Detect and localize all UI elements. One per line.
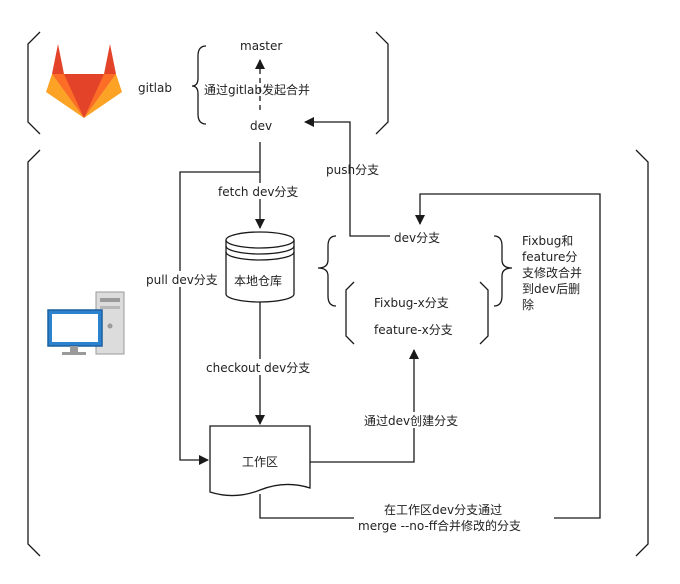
branches-right-brace bbox=[493, 235, 513, 307]
feature-branch-label: feature-x分支 bbox=[374, 323, 453, 337]
fixbug-branch-label: Fixbug-x分支 bbox=[374, 296, 449, 310]
desktop-computer-icon bbox=[47, 291, 125, 355]
workspace-label: 工作区 bbox=[242, 455, 278, 469]
document-shape-icon bbox=[209, 425, 311, 497]
create-branch-arrow bbox=[310, 349, 419, 463]
delete-note-line: 支修改合并 bbox=[522, 265, 582, 280]
branches-left-brace bbox=[317, 235, 337, 307]
dev-remote-label: dev bbox=[250, 119, 272, 133]
gitlab-logo-icon bbox=[46, 44, 122, 118]
dev-branch-label: dev分支 bbox=[394, 231, 440, 245]
delete-note: Fixbug和 feature分 支修改合并 到dev后删 除 bbox=[522, 234, 582, 312]
database-cylinder-icon bbox=[225, 231, 295, 303]
delete-note-line: Fixbug和 bbox=[522, 234, 573, 248]
create-branch-label: 通过dev创建分支 bbox=[364, 414, 458, 428]
push-label: push分支 bbox=[326, 163, 379, 177]
local-bracket-left bbox=[27, 149, 41, 557]
local-repo-label: 本地仓库 bbox=[234, 273, 282, 288]
merge-request-label: 通过gitlab发起合并 bbox=[204, 82, 310, 97]
pull-label: pull dev分支 bbox=[146, 273, 218, 287]
merge-note-line-1: 在工作区dev分支通过 bbox=[384, 503, 502, 517]
fetch-label: fetch dev分支 bbox=[218, 185, 298, 199]
feature-bracket-left bbox=[345, 281, 355, 345]
push-arrow bbox=[304, 117, 390, 237]
local-bracket-right bbox=[635, 149, 649, 557]
feature-bracket-right bbox=[479, 281, 489, 345]
gitlab-label: gitlab bbox=[138, 81, 172, 95]
merge-loop-arrow bbox=[259, 193, 601, 519]
delete-note-line: 除 bbox=[522, 297, 534, 312]
delete-note-line: 到dev后删 bbox=[522, 282, 580, 296]
master-label: master bbox=[240, 39, 282, 53]
merge-brace bbox=[191, 45, 207, 125]
remote-bracket-left bbox=[27, 31, 41, 135]
checkout-label: checkout dev分支 bbox=[206, 361, 310, 375]
remote-bracket-right bbox=[375, 31, 389, 135]
delete-note-line: feature分 bbox=[522, 250, 577, 264]
pull-arrow bbox=[179, 171, 260, 465]
merge-note-line-2: merge --no-ff合并修改的分支 bbox=[358, 518, 521, 533]
